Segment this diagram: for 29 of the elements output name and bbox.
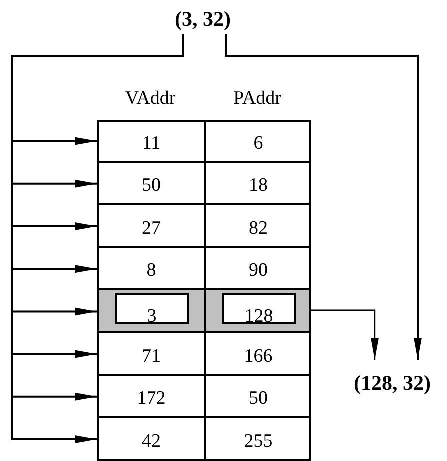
virtual-address-value: 11 <box>141 132 162 156</box>
physical-address-value: 18 <box>248 174 269 198</box>
virtual-address-value: 71 <box>141 344 162 369</box>
column-header: VAddr <box>124 88 177 110</box>
virtual-address-value: 27 <box>141 216 162 241</box>
physical-address-value: 166 <box>243 344 274 369</box>
table-row <box>97 162 311 206</box>
matched-virtual-address: 3 <box>115 293 189 324</box>
virtual-address-value: 42 <box>141 430 162 454</box>
physical-address-value: 82 <box>248 216 269 241</box>
physical-address-value: 255 <box>243 430 274 454</box>
virtual-address-value: 8 <box>146 259 158 284</box>
matched-physical-address: 128 <box>222 293 296 324</box>
physical-address-value: 90 <box>248 259 269 284</box>
table-row <box>97 333 311 376</box>
table-row <box>97 120 311 163</box>
physical-address-value: 50 <box>248 387 269 412</box>
virtual-address-value: 50 <box>141 174 162 198</box>
table-row <box>97 418 311 461</box>
arrow <box>225 34 422 360</box>
table-row <box>97 376 311 418</box>
table-row <box>97 205 311 248</box>
physical-address-value: 6 <box>252 132 264 156</box>
column-header: PAddr <box>232 88 282 110</box>
arrow <box>311 310 379 360</box>
address-pair: (3, 32) <box>160 4 246 34</box>
address-pair: (128, 32) <box>338 368 447 398</box>
highlighted-table-row <box>97 290 311 333</box>
virtual-address-value: 172 <box>136 387 167 412</box>
